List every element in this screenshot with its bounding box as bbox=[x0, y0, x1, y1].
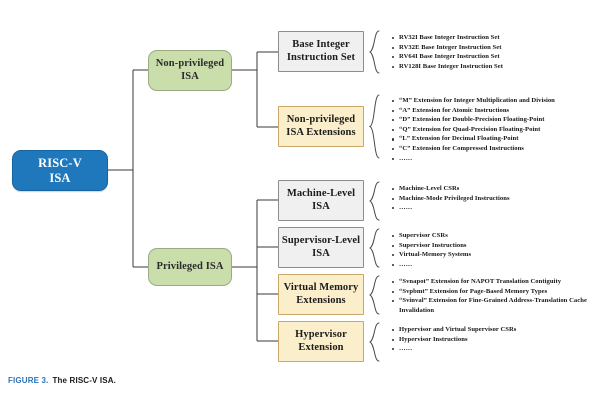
node-supervisor-level-line2: ISA bbox=[312, 247, 330, 259]
brace-machine-level bbox=[368, 181, 380, 221]
node-nonpriv-ext-line1: Non-privileged bbox=[286, 114, 356, 126]
list-item: …… bbox=[390, 154, 595, 164]
list-item: “A” Extension for Atomic Instructions bbox=[390, 106, 595, 116]
list-item: “C” Extension for Compressed Instruction… bbox=[390, 144, 595, 154]
node-supervisor-level-line1: Supervisor-Level bbox=[281, 235, 361, 247]
list-item: …… bbox=[390, 260, 590, 270]
node-risc-v-isa-line1: RISC-V bbox=[38, 155, 82, 170]
figure-caption-text: The RISC-V ISA. bbox=[52, 376, 117, 385]
node-risc-v-isa: RISC-V ISA bbox=[12, 150, 108, 191]
node-non-privileged-isa-line2: ISA bbox=[181, 70, 199, 82]
node-machine-level-isa: Machine-Level ISA bbox=[278, 180, 364, 221]
node-hypervisor-line1: Hypervisor bbox=[295, 329, 347, 341]
list-item: Hypervisor and Virtual Supervisor CSRs bbox=[390, 325, 590, 335]
list-item: …… bbox=[390, 203, 590, 213]
list-item: RV32E Base Integer Instruction Set bbox=[390, 43, 590, 53]
brace-base-integer bbox=[368, 30, 380, 74]
node-nonpriv-ext-line2: ISA Extensions bbox=[286, 126, 356, 138]
list-non-privileged-extensions: “M” Extension for Integer Multiplication… bbox=[390, 96, 595, 163]
node-non-privileged-isa-line1: Non-privileged bbox=[155, 58, 225, 70]
list-item: Supervisor CSRs bbox=[390, 231, 590, 241]
brace-supervisor-level bbox=[368, 228, 380, 268]
list-item: Virtual-Memory Systems bbox=[390, 250, 590, 260]
list-item: “Svinval” Extension for Fine-Grained Add… bbox=[390, 296, 593, 315]
list-item: Supervisor Instructions bbox=[390, 241, 590, 251]
list-item: “Q” Extension for Quad-Precision Floatin… bbox=[390, 125, 595, 135]
list-item: Hypervisor Instructions bbox=[390, 335, 590, 345]
figure-number: FIGURE 3. bbox=[8, 376, 49, 385]
node-risc-v-isa-line2: ISA bbox=[49, 170, 71, 185]
node-supervisor-level-isa: Supervisor-Level ISA bbox=[278, 227, 364, 268]
node-privileged-isa: Privileged ISA bbox=[148, 248, 232, 286]
list-item: “D” Extension for Double-Precision Float… bbox=[390, 115, 595, 125]
node-base-integer-instruction-set: Base Integer Instruction Set bbox=[278, 31, 364, 72]
list-item: RV32I Base Integer Instruction Set bbox=[390, 33, 590, 43]
list-item: “Svpbmt” Extension for Page-Based Memory… bbox=[390, 287, 593, 297]
node-base-integer-line2: Instruction Set bbox=[286, 51, 356, 63]
node-machine-level-line1: Machine-Level bbox=[286, 188, 356, 200]
node-non-privileged-isa: Non-privileged ISA bbox=[148, 50, 232, 91]
brace-virtual-memory bbox=[368, 275, 380, 315]
node-virtual-memory-line1: Virtual Memory bbox=[283, 282, 359, 294]
node-hypervisor-extension: Hypervisor Extension bbox=[278, 321, 364, 362]
node-virtual-memory-line2: Extensions bbox=[296, 294, 346, 306]
list-item: RV64I Base Integer Instruction Set bbox=[390, 52, 590, 62]
node-virtual-memory-extensions: Virtual Memory Extensions bbox=[278, 274, 364, 315]
list-item: “M” Extension for Integer Multiplication… bbox=[390, 96, 595, 106]
list-item: RV128I Base Integer Instruction Set bbox=[390, 62, 590, 72]
node-base-integer-line1: Base Integer bbox=[292, 39, 350, 51]
list-item: …… bbox=[390, 344, 590, 354]
list-item: “L” Extension for Decimal Floating-Point bbox=[390, 134, 595, 144]
node-hypervisor-line2: Extension bbox=[298, 341, 344, 353]
list-item: Machine-Level CSRs bbox=[390, 184, 590, 194]
brace-hypervisor bbox=[368, 322, 380, 362]
node-privileged-isa-line1: Privileged ISA bbox=[156, 260, 224, 272]
brace-non-privileged-extensions bbox=[368, 94, 380, 159]
node-non-privileged-isa-extensions: Non-privileged ISA Extensions bbox=[278, 106, 364, 147]
list-item: “Svnapot” Extension for NAPOT Translatio… bbox=[390, 277, 593, 287]
figure-caption: FIGURE 3.The RISC-V ISA. bbox=[8, 376, 116, 385]
list-virtual-memory: “Svnapot” Extension for NAPOT Translatio… bbox=[390, 277, 593, 315]
list-item: Machine-Mode Privileged Instructions bbox=[390, 194, 590, 204]
node-machine-level-line2: ISA bbox=[312, 200, 330, 212]
